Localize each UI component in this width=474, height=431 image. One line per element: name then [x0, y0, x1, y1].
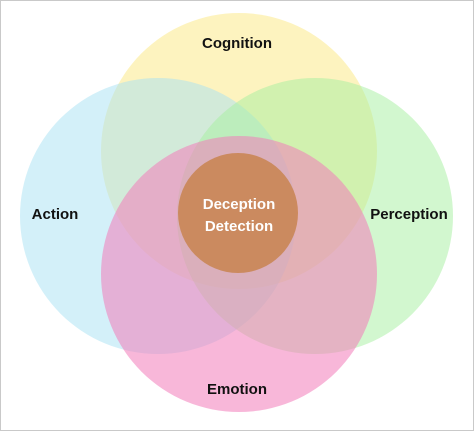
label-emotion: Emotion: [207, 381, 267, 398]
center-label-line2: Detection: [205, 218, 273, 235]
circle-emotion: [101, 136, 377, 412]
center-label-line1: Deception: [203, 196, 276, 213]
label-action: Action: [32, 206, 79, 223]
label-perception: Perception: [370, 206, 448, 223]
label-cognition: Cognition: [202, 35, 272, 52]
center-intersection: [178, 153, 298, 273]
